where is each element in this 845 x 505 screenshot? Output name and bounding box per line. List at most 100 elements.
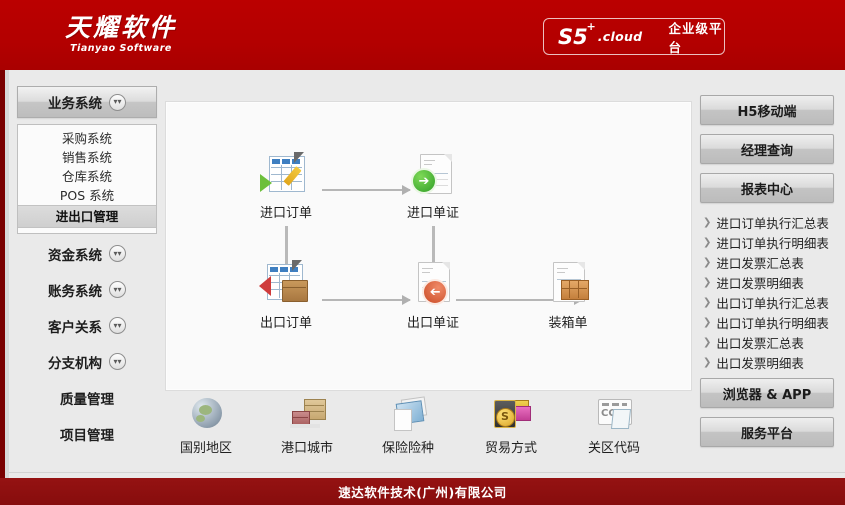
- green-right-arrow-badge: ➔: [411, 168, 437, 194]
- report-link-label: 出口发票明细表: [716, 355, 804, 371]
- report-link-label: 出口订单执行明细表: [716, 315, 829, 331]
- report-link-export-invoice-summary[interactable]: ❯ 出口发票汇总表: [700, 332, 836, 352]
- report-link-import-order-detail[interactable]: ❯ 进口订单执行明细表: [700, 232, 836, 252]
- report-link-label: 出口订单执行汇总表: [716, 295, 829, 311]
- report-link-export-invoice-detail[interactable]: ❯ 出口发票明细表: [700, 352, 836, 372]
- import-document-icon: ➔: [407, 150, 459, 200]
- workflow-node-import-document-label: 进口单证: [406, 206, 459, 221]
- chevron-down-icon[interactable]: ▾▾: [109, 245, 126, 262]
- workflow-node-export-document[interactable]: ➔ 出口单证: [385, 260, 481, 331]
- h5-mobile-button[interactable]: H5移动端: [700, 95, 834, 125]
- base-data-port-city-label: 港口城市: [280, 441, 333, 456]
- chevron-right-icon: ❯: [703, 216, 712, 228]
- globe-icon: [187, 398, 225, 434]
- insurance-icon: [389, 396, 428, 434]
- report-link-export-order-detail[interactable]: ❯ 出口订单执行明细表: [700, 312, 836, 332]
- base-data-strip: 国别地区 港口城市 保险险种: [165, 396, 690, 466]
- sidebar-group-business[interactable]: 业务系统 ▾▾: [17, 86, 157, 118]
- sidebar-group-project-label: 项目管理: [60, 427, 114, 444]
- brand-logo[interactable]: 天耀软件 Tianyao Software: [56, 13, 186, 55]
- base-data-port-city[interactable]: 港口城市: [261, 398, 353, 456]
- base-data-country-region[interactable]: 国别地区: [160, 398, 252, 456]
- workflow-node-import-order-label: 进口订单: [259, 206, 312, 221]
- chevron-down-icon[interactable]: ▾▾: [109, 93, 126, 111]
- sidebar-group-project[interactable]: 项目管理: [17, 417, 157, 450]
- chevron-down-icon[interactable]: ▾▾: [109, 317, 126, 334]
- report-center-button[interactable]: 报表中心: [700, 173, 834, 203]
- chevron-right-icon: ❯: [703, 316, 712, 328]
- base-data-customs-code-label: 关区代码: [587, 441, 640, 456]
- sidebar-item-sales[interactable]: 销售系统: [61, 150, 112, 165]
- chevron-down-icon[interactable]: ▾▾: [109, 353, 126, 370]
- product-badge[interactable]: S5+ .cloud 企业级平台: [543, 18, 725, 55]
- link-import-order-to-export-order: [285, 226, 288, 266]
- chevron-right-icon: ❯: [703, 276, 712, 288]
- sidebar-submenu: 采购系统 销售系统 仓库系统 POS 系统 进出口管理: [17, 124, 157, 234]
- product-badge-subtitle: 企业级平台: [668, 20, 723, 55]
- footer-divider: [9, 472, 845, 473]
- base-data-customs-code[interactable]: CC 关区代码: [568, 398, 660, 456]
- left-rail-shadow: [5, 70, 9, 485]
- workflow-node-export-order[interactable]: 出口订单: [238, 260, 334, 331]
- chevron-down-icon[interactable]: ▾▾: [109, 281, 126, 298]
- browser-app-button[interactable]: 浏览器 & APP: [700, 378, 834, 408]
- app-header: 天耀软件 Tianyao Software S5+ .cloud 企业级平台: [0, 0, 845, 70]
- workflow-node-import-order[interactable]: 进口订单: [238, 150, 334, 221]
- import-order-icon: [260, 150, 312, 200]
- sidebar-group-accounting[interactable]: 账务系统 ▾▾: [17, 273, 157, 306]
- sidebar-item-warehouse[interactable]: 仓库系统: [61, 169, 112, 184]
- sidebar-group-crm[interactable]: 客户关系 ▾▾: [17, 309, 157, 342]
- sidebar-item-import-export[interactable]: 进出口管理: [18, 205, 156, 228]
- report-link-label: 出口发票汇总表: [716, 335, 804, 351]
- report-link-import-invoice-detail[interactable]: ❯ 进口发票明细表: [700, 272, 836, 292]
- base-data-trade-mode[interactable]: S 贸易方式: [465, 398, 557, 456]
- chevron-right-icon: ❯: [703, 236, 712, 248]
- service-platform-button[interactable]: 服务平台: [700, 417, 834, 447]
- chevron-right-icon: ❯: [703, 256, 712, 268]
- sidebar-group-business-label: 业务系统: [48, 96, 102, 112]
- workflow-node-export-order-label: 出口订单: [259, 316, 312, 331]
- product-badge-cloud: .cloud: [597, 29, 643, 44]
- port-city-icon: [288, 398, 326, 434]
- sidebar: 业务系统 ▾▾ 采购系统 销售系统 仓库系统 POS 系统 进出口管理 资金系统…: [9, 70, 165, 485]
- report-link-label: 进口订单执行明细表: [716, 235, 829, 251]
- arrow-import-order-to-doc: [322, 185, 411, 195]
- base-data-insurance[interactable]: 保险险种: [362, 396, 454, 456]
- packing-list-icon: [542, 260, 594, 310]
- arrow-export-order-to-doc: [322, 295, 411, 305]
- workflow-node-export-document-label: 出口单证: [406, 316, 459, 331]
- report-link-import-order-summary[interactable]: ❯ 进口订单执行汇总表: [700, 212, 836, 232]
- sidebar-item-purchase[interactable]: 采购系统: [61, 131, 112, 146]
- workflow-node-packing-list[interactable]: 装箱单: [520, 260, 616, 331]
- customs-code-icon: CC: [595, 398, 633, 434]
- brand-logo-en: Tianyao Software: [70, 43, 172, 54]
- sidebar-group-branch[interactable]: 分支机构 ▾▾: [17, 345, 157, 378]
- base-data-trade-mode-label: 贸易方式: [484, 441, 537, 456]
- sidebar-item-pos[interactable]: POS 系统: [59, 188, 115, 203]
- trade-mode-icon: S: [492, 398, 531, 434]
- sidebar-group-quality[interactable]: 质量管理: [17, 381, 157, 414]
- report-link-list: ❯ 进口订单执行汇总表 ❯ 进口订单执行明细表 ❯ 进口发票汇总表 ❯ 进口发票…: [700, 212, 836, 372]
- base-data-insurance-label: 保险险种: [381, 441, 434, 456]
- report-link-label: 进口发票汇总表: [716, 255, 804, 271]
- export-order-icon: [259, 260, 312, 310]
- product-badge-plus: +: [586, 19, 596, 33]
- report-link-export-order-summary[interactable]: ❯ 出口订单执行汇总表: [700, 292, 836, 312]
- chevron-right-icon: ❯: [703, 356, 712, 368]
- report-link-label: 进口订单执行汇总表: [716, 215, 829, 231]
- right-panel: H5移动端 经理查询 报表中心 ❯ 进口订单执行汇总表 ❯ 进口订单执行明细表 …: [700, 95, 836, 456]
- brand-logo-cn: 天耀软件: [64, 13, 177, 42]
- chevron-right-icon: ❯: [703, 336, 712, 348]
- export-document-icon: ➔: [407, 260, 459, 310]
- sidebar-group-funds-label: 资金系统: [48, 247, 102, 264]
- sidebar-group-crm-label: 客户关系: [48, 319, 102, 336]
- product-badge-name: S5+: [558, 19, 596, 49]
- report-link-import-invoice-summary[interactable]: ❯ 进口发票汇总表: [700, 252, 836, 272]
- workflow-node-import-document[interactable]: ➔ 进口单证: [385, 150, 481, 221]
- manager-query-button[interactable]: 经理查询: [700, 134, 834, 164]
- workflow-panel: 进口订单 ➔ 进口单证: [165, 101, 692, 391]
- sidebar-group-funds[interactable]: 资金系统 ▾▾: [17, 237, 157, 270]
- red-left-arrow-badge: ➔: [422, 279, 448, 305]
- report-link-label: 进口发票明细表: [716, 275, 804, 291]
